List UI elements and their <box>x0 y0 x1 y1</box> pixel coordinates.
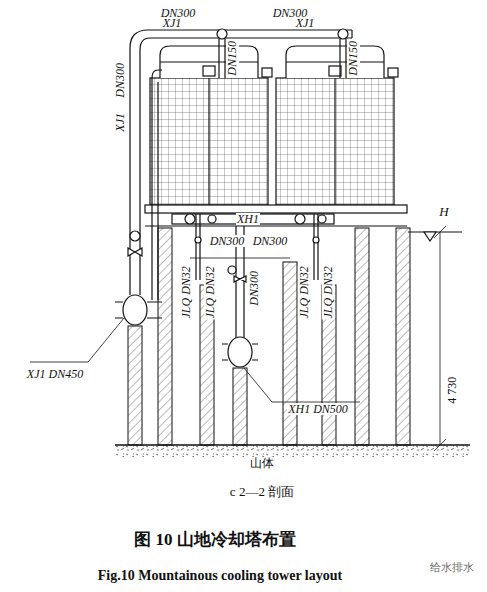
pipe-label: DN150 <box>347 40 360 77</box>
caption-english: Fig.10 Mountainous cooling tower layout <box>97 569 343 584</box>
pipe-label: XJ1 <box>295 17 316 30</box>
pipe-label: DN300 <box>209 235 246 248</box>
section-title: c 2—2 剖面 <box>229 485 295 499</box>
pipe-label: XH1 <box>236 213 260 226</box>
pipe-label: JLQ DN32 <box>298 265 311 319</box>
pipe-label: DN300 <box>252 235 289 248</box>
ground-label: 山体 <box>249 457 275 470</box>
pipe-label: XJ1 <box>114 112 127 133</box>
dimension-label: 4 730 <box>446 376 459 405</box>
pipe-label: JLQ DN32 <box>204 265 217 319</box>
pipe-label: DN300 <box>114 62 127 99</box>
pipe-label: JLQ DN32 <box>322 265 335 319</box>
watermark: 给水排水 <box>429 562 475 574</box>
pipe-label: JLQ DN32 <box>180 265 193 319</box>
pipe-label: XJ1 DN450 <box>26 368 84 381</box>
pipe-label: XJ1 <box>162 17 183 30</box>
pipe-label: DN300 <box>248 270 261 307</box>
pipe-label: DN150 <box>226 40 239 77</box>
figure-caption: 图 10 山地冷却塔布置 <box>133 531 297 549</box>
level-label: H <box>438 205 449 219</box>
pipe-label: XH1 DN500 <box>287 403 349 416</box>
